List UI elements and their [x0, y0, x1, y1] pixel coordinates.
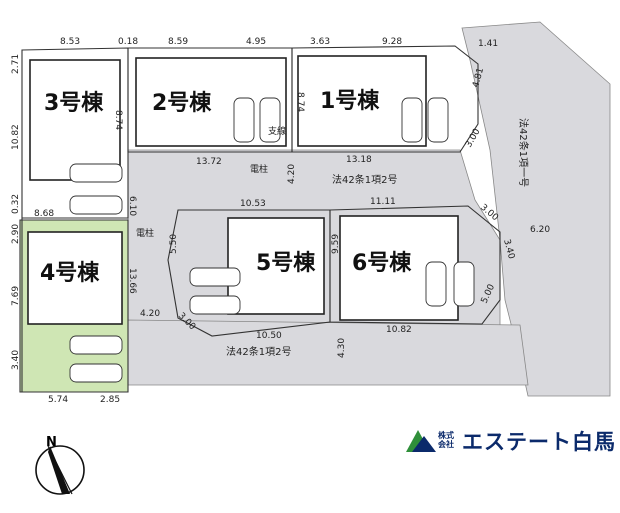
company-corp-type: 株式 会社 — [438, 431, 454, 449]
pole-label-2: 電柱 — [136, 227, 154, 239]
svg-text:3.00: 3.00 — [464, 127, 483, 150]
svg-text:8.53: 8.53 — [60, 37, 80, 47]
svg-text:1.41: 1.41 — [478, 39, 498, 49]
house-2-label: 2号棟 — [152, 90, 212, 116]
north-label: N — [46, 435, 57, 450]
svg-text:9.59: 9.59 — [331, 234, 341, 254]
svg-text:13.18: 13.18 — [346, 155, 372, 165]
support-label: 支線 — [268, 125, 286, 137]
svg-text:3.63: 3.63 — [310, 37, 330, 47]
svg-text:4.30: 4.30 — [337, 338, 347, 358]
house-5-building — [227, 217, 325, 315]
svg-text:13.66: 13.66 — [127, 268, 137, 294]
svg-text:8.74: 8.74 — [113, 110, 123, 130]
svg-text:11.11: 11.11 — [370, 197, 396, 207]
road-label-south: 法42条1項2号 — [226, 345, 291, 358]
svg-text:10.82: 10.82 — [386, 325, 412, 335]
svg-text:10.82: 10.82 — [11, 124, 21, 150]
svg-text:3.40: 3.40 — [11, 350, 21, 370]
house-3-building — [29, 59, 121, 181]
company-logo-mark — [406, 430, 436, 452]
svg-text:6.10: 6.10 — [127, 196, 137, 216]
svg-text:2.90: 2.90 — [11, 224, 21, 244]
house-5-label: 5号棟 — [256, 250, 316, 276]
svg-text:8.68: 8.68 — [34, 209, 54, 219]
house-1-label: 1号棟 — [320, 88, 380, 114]
svg-text:2.85: 2.85 — [100, 395, 120, 405]
svg-text:0.18: 0.18 — [118, 37, 138, 47]
svg-text:13.72: 13.72 — [196, 157, 222, 167]
parking-spaces — [69, 97, 475, 383]
svg-text:7.69: 7.69 — [11, 286, 21, 306]
house-4-building — [27, 231, 123, 325]
road-label-east: 法42条1項一号 — [517, 118, 530, 187]
svg-text:4.20: 4.20 — [140, 309, 160, 319]
company-name: エステート白馬 — [462, 430, 616, 454]
svg-text:6.20: 6.20 — [530, 225, 550, 235]
svg-text:0.32: 0.32 — [11, 194, 21, 214]
pole-label-1: 電柱 — [250, 163, 268, 175]
house-6-label: 6号棟 — [352, 250, 412, 276]
lot-boundaries — [21, 45, 501, 393]
svg-text:4.20: 4.20 — [287, 164, 297, 184]
svg-text:8.59: 8.59 — [168, 37, 188, 47]
road-label-inner: 法42条1項2号 — [332, 173, 397, 186]
svg-text:10.50: 10.50 — [256, 331, 282, 341]
svg-text:5.74: 5.74 — [48, 395, 68, 405]
svg-text:8.74: 8.74 — [295, 92, 305, 112]
house-4-label: 4号棟 — [40, 260, 100, 286]
svg-text:5.50: 5.50 — [169, 234, 179, 254]
house-3-label: 3号棟 — [44, 90, 104, 116]
svg-text:9.28: 9.28 — [382, 37, 402, 47]
svg-text:10.53: 10.53 — [240, 199, 266, 209]
north-arrow — [35, 445, 85, 495]
svg-text:2.71: 2.71 — [11, 54, 21, 74]
svg-text:4.95: 4.95 — [246, 37, 266, 47]
dimension-labels: 8.53 0.18 8.59 4.95 3.63 9.28 1.41 2.71 … — [11, 37, 550, 405]
